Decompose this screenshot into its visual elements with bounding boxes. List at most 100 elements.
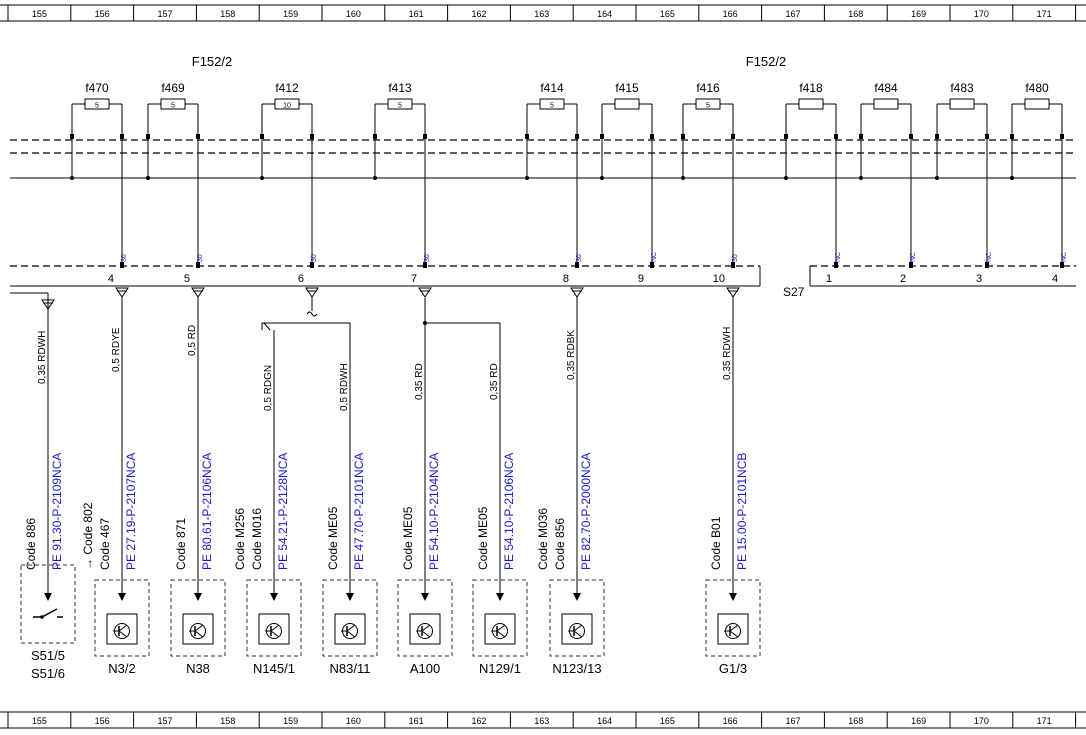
- pin-marker: [909, 134, 913, 139]
- transistor-emitter: [496, 630, 506, 638]
- junction-dot: [373, 176, 377, 180]
- component-label: N129/1: [479, 661, 521, 676]
- top-grid-col-161: 161: [409, 9, 424, 19]
- fuse-rating: 5: [398, 103, 402, 110]
- splice-triangle: [726, 287, 740, 298]
- option-code: Code 886: [24, 518, 38, 570]
- fuse-name-label: f415: [615, 81, 639, 95]
- top-grid-col-160: 160: [346, 9, 361, 19]
- fuse-rating: 5: [706, 103, 710, 110]
- component-boundary: [549, 579, 605, 657]
- component-boundary: [20, 564, 76, 644]
- fuse-symbol: [798, 98, 824, 110]
- bottom-grid-col-155: 155: [32, 716, 47, 726]
- pe-code: PE 15.00-P-2101NCB: [735, 453, 749, 570]
- bottom-grid-col-157: 157: [157, 716, 172, 726]
- connector-pin-8: 8: [563, 273, 569, 285]
- connector-pin-9: 9: [638, 273, 644, 285]
- component-N129-1: N129/1: [472, 579, 528, 676]
- fuse-symbol: [949, 98, 975, 110]
- wire-arrowhead: [573, 593, 581, 601]
- wire-arrowhead: [194, 593, 202, 601]
- fuse-name-label: f483: [950, 81, 974, 95]
- pin-marker: [985, 262, 989, 268]
- fuse-name-label: f470: [85, 81, 109, 95]
- s27-pin-3: 3: [976, 273, 982, 285]
- wire-label: 0,5 RDGN: [263, 365, 274, 411]
- switch-pivot: [40, 615, 44, 619]
- top-grid-col-166: 166: [723, 9, 738, 19]
- fuse-terminal-label: NC: [835, 252, 842, 262]
- bottom-grid-col-160: 160: [346, 716, 361, 726]
- fuse-name-label: f413: [388, 81, 412, 95]
- top-grid-col-157: 157: [157, 9, 172, 19]
- splice-triangle: [305, 287, 319, 298]
- splice-triangle: [570, 287, 584, 298]
- pin-marker: [423, 134, 427, 139]
- connector-s27-label: S27: [783, 285, 805, 299]
- transistor-collector: [729, 624, 739, 632]
- connector-pin-10: 10: [713, 273, 725, 285]
- pin-marker: [909, 262, 913, 268]
- wire-label: 0,35 RDWH: [722, 327, 733, 380]
- wire-label: 0,35 RDWH: [37, 331, 48, 384]
- pin-marker: [784, 134, 788, 139]
- component-N145-1: N145/1: [246, 579, 302, 676]
- pin-marker: [146, 134, 150, 139]
- s27-pin-2: 2: [900, 273, 906, 285]
- component-boundary: [94, 579, 150, 657]
- pin-marker: [1060, 134, 1064, 139]
- pe-code: PE 47.70-P-2101NCA: [352, 453, 366, 570]
- fuse-name-label: f412: [275, 81, 299, 95]
- option-code: Code B01: [709, 516, 723, 570]
- option-code: Code 856: [553, 518, 567, 570]
- fuse-terminal-label: 30: [311, 254, 318, 262]
- component-N38: N38: [170, 579, 226, 676]
- fuse-terminal-label: 30: [121, 254, 128, 262]
- component-label: N145/1: [253, 661, 295, 676]
- pin-marker: [834, 262, 838, 268]
- junction-dot: [525, 176, 529, 180]
- connector-pin-5: 5: [184, 273, 190, 285]
- component-label: G1/3: [719, 661, 747, 676]
- junction-dot: [1010, 176, 1014, 180]
- component-A100: A100: [397, 579, 453, 676]
- connector-pin-4: 4: [108, 273, 114, 285]
- fuse-name-label: f418: [799, 81, 823, 95]
- option-code: Code ME05: [476, 506, 490, 570]
- component-boundary: [705, 579, 761, 657]
- bottom-grid-col-159: 159: [283, 716, 298, 726]
- component-boundary: [397, 579, 453, 657]
- pin-marker: [120, 134, 124, 139]
- junction-dot: [681, 176, 685, 180]
- splice-triangle: [418, 287, 432, 298]
- top-grid-col-158: 158: [220, 9, 235, 19]
- pin-marker: [1010, 134, 1014, 139]
- pin-marker: [1060, 262, 1064, 268]
- transistor-collector: [573, 624, 583, 632]
- pe-code: PE 91.30-P-2109NCA: [50, 453, 64, 570]
- junction-dot: [935, 176, 939, 180]
- junction-dot: [600, 176, 604, 180]
- pin-marker: [650, 134, 654, 139]
- connector-pin-7: 7: [411, 273, 417, 285]
- component-label: A100: [410, 661, 440, 676]
- top-grid-col-170: 170: [974, 9, 989, 19]
- pe-code: PE 27.19-P-2107NCA: [124, 453, 138, 570]
- option-code: Code ME05: [401, 506, 415, 570]
- pin-marker: [650, 262, 654, 268]
- s27-pin-4: 4: [1052, 273, 1058, 285]
- pin-marker: [935, 134, 939, 139]
- component-label: N3/2: [108, 661, 135, 676]
- wire-arrowhead: [729, 593, 737, 601]
- bottom-grid-col-165: 165: [660, 716, 675, 726]
- fuse-rating: 5: [550, 103, 554, 110]
- fuse-name-label: f484: [874, 81, 898, 95]
- switch-contact: [41, 608, 58, 618]
